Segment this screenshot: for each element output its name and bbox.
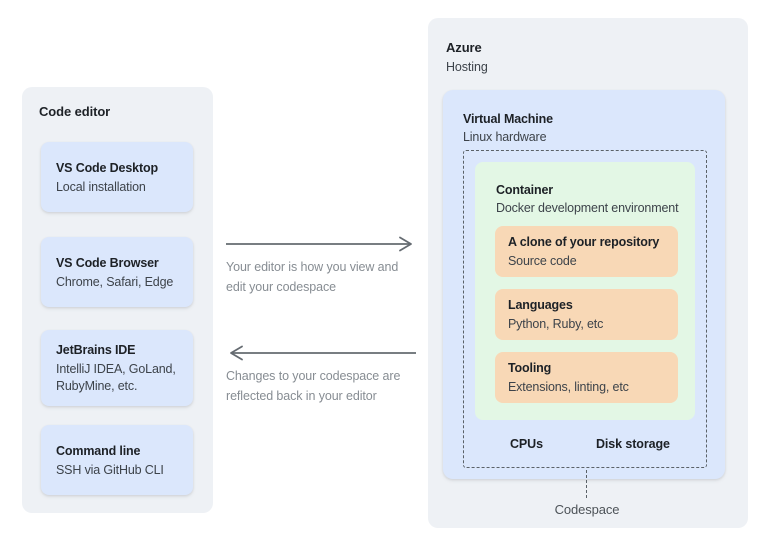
virtual-machine-card: Virtual Machine Linux hardware Container… [443, 90, 725, 479]
card-subtitle: IntelliJ IDEA, GoLand, RubyMine, etc. [56, 362, 176, 393]
card-title: Command line [56, 443, 141, 458]
editor-card-command-line: Command line SSH via GitHub CLI [41, 425, 193, 495]
azure-panel-title: Azure [446, 40, 482, 55]
card-subtitle: Chrome, Safari, Edge [56, 274, 174, 289]
codespace-connector-line [586, 470, 587, 498]
vm-subtitle: Linux hardware [463, 130, 547, 144]
card-subtitle: Extensions, linting, etc [508, 380, 629, 394]
code-editor-panel-title: Code editor [39, 104, 111, 119]
resource-disk-storage: Disk storage [596, 437, 670, 451]
container-card-tooling: Tooling Extensions, linting, etc [495, 352, 678, 403]
container-title: Container [496, 183, 553, 197]
card-title: A clone of your repository [508, 235, 660, 249]
card-subtitle: SSH via GitHub CLI [56, 462, 164, 477]
card-subtitle: Source code [508, 254, 577, 268]
azure-panel: Azure Hosting Virtual Machine Linux hard… [428, 18, 748, 528]
resource-cpus: CPUs [510, 437, 543, 451]
flow-label-view-edit: Your editor is how you view and edit you… [226, 260, 399, 294]
card-title: VS Code Browser [56, 255, 159, 270]
container-subtitle: Docker development environment [496, 201, 679, 215]
card-subtitle: Python, Ruby, etc [508, 317, 604, 331]
vm-title: Virtual Machine [463, 112, 553, 126]
container-box: Container Docker development environment… [475, 162, 695, 420]
arrow-left-icon [230, 345, 416, 361]
codespace-dashed-boundary: Container Docker development environment… [463, 150, 707, 468]
code-editor-panel: Code editor VS Code Desktop Local instal… [22, 87, 213, 513]
editor-card-vscode-browser: VS Code Browser Chrome, Safari, Edge [41, 237, 193, 307]
container-card-repository-clone: A clone of your repository Source code [495, 226, 678, 277]
flow-label-changes-reflected: Changes to your codespace are reflected … [226, 369, 401, 403]
editor-card-jetbrains-ide: JetBrains IDE IntelliJ IDEA, GoLand, Rub… [41, 330, 193, 406]
card-title: Tooling [508, 361, 552, 375]
card-title: VS Code Desktop [56, 160, 158, 175]
codespace-label: Codespace [554, 502, 620, 517]
azure-panel-subtitle: Hosting [446, 60, 488, 74]
editor-card-vscode-desktop: VS Code Desktop Local installation [41, 142, 193, 212]
card-subtitle: Local installation [56, 179, 146, 194]
arrow-right-icon [226, 236, 412, 252]
container-card-languages: Languages Python, Ruby, etc [495, 289, 678, 340]
card-title: JetBrains IDE [56, 343, 136, 357]
card-title: Languages [508, 298, 573, 312]
